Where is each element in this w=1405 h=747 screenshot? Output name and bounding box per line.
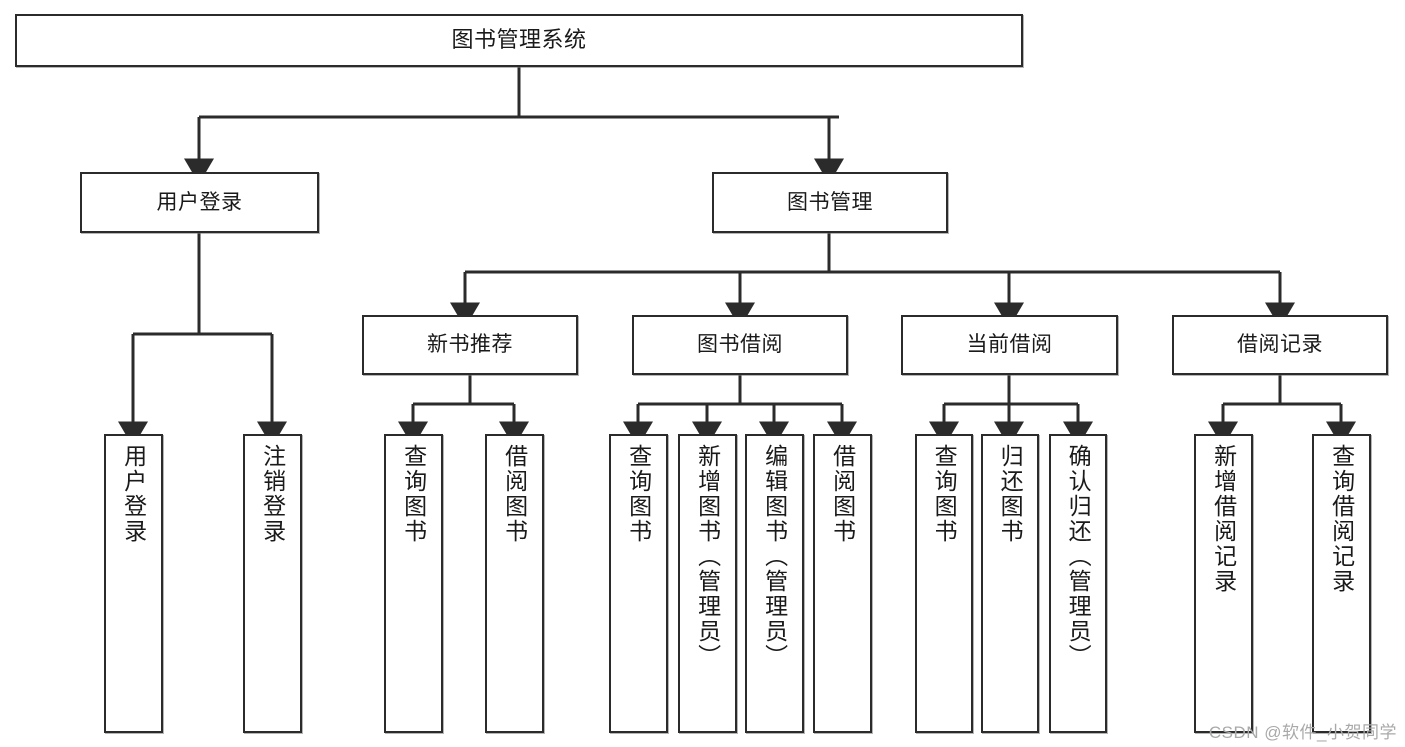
node-root-system[interactable]: 图书管理系统 <box>15 14 1023 67</box>
node-label: 查询借阅记录 <box>1328 444 1355 594</box>
leaf-current-borrow-return[interactable]: 归还图书 <box>981 434 1039 733</box>
node-label: 图书管理系统 <box>451 27 587 53</box>
leaf-new-book-borrow[interactable]: 借阅图书 <box>485 434 544 733</box>
node-book-borrow[interactable]: 图书借阅 <box>632 315 848 375</box>
node-label: 借阅图书 <box>829 444 856 544</box>
node-current-borrow[interactable]: 当前借阅 <box>901 315 1118 375</box>
leaf-borrow-record-query[interactable]: 查询借阅记录 <box>1312 434 1371 733</box>
node-label: 新增借阅记录 <box>1210 444 1237 594</box>
node-label: 当前借阅 <box>966 333 1053 357</box>
node-label: 编辑图书（管理员） <box>761 444 788 669</box>
node-new-book-recommend[interactable]: 新书推荐 <box>362 315 578 375</box>
node-label: 归还图书 <box>997 444 1024 544</box>
leaf-book-borrow-borrow[interactable]: 借阅图书 <box>813 434 872 733</box>
leaf-borrow-record-add[interactable]: 新增借阅记录 <box>1194 434 1253 733</box>
leaf-user-login-logout[interactable]: 注销登录 <box>243 434 302 733</box>
node-label: 查询图书 <box>400 444 427 544</box>
node-label: 新书推荐 <box>427 333 513 357</box>
leaf-book-borrow-query[interactable]: 查询图书 <box>609 434 668 733</box>
node-label: 图书管理 <box>787 190 873 214</box>
node-borrow-record[interactable]: 借阅记录 <box>1172 315 1388 375</box>
leaf-user-login-login[interactable]: 用户登录 <box>104 434 163 733</box>
node-label: 借阅图书 <box>501 444 528 544</box>
node-label: 新增图书（管理员） <box>694 444 721 669</box>
node-label: 查询图书 <box>625 444 652 544</box>
node-label: 图书借阅 <box>697 333 783 357</box>
leaf-current-borrow-query[interactable]: 查询图书 <box>915 434 973 733</box>
leaf-book-borrow-edit[interactable]: 编辑图书（管理员） <box>745 434 804 733</box>
node-label: 借阅记录 <box>1237 333 1323 357</box>
leaf-book-borrow-add[interactable]: 新增图书（管理员） <box>678 434 737 733</box>
node-label: 查询图书 <box>931 444 958 544</box>
node-book-management[interactable]: 图书管理 <box>712 172 948 233</box>
node-user-login[interactable]: 用户登录 <box>80 172 319 233</box>
watermark: CSDN @软件_小贺同学 <box>1208 723 1397 742</box>
node-label: 用户登录 <box>120 444 147 544</box>
node-label: 确认归还（管理员） <box>1065 444 1092 669</box>
leaf-current-borrow-confirm-return[interactable]: 确认归还（管理员） <box>1049 434 1107 733</box>
node-label: 用户登录 <box>156 190 243 214</box>
node-label: 注销登录 <box>259 444 286 544</box>
leaf-new-book-query[interactable]: 查询图书 <box>384 434 443 733</box>
